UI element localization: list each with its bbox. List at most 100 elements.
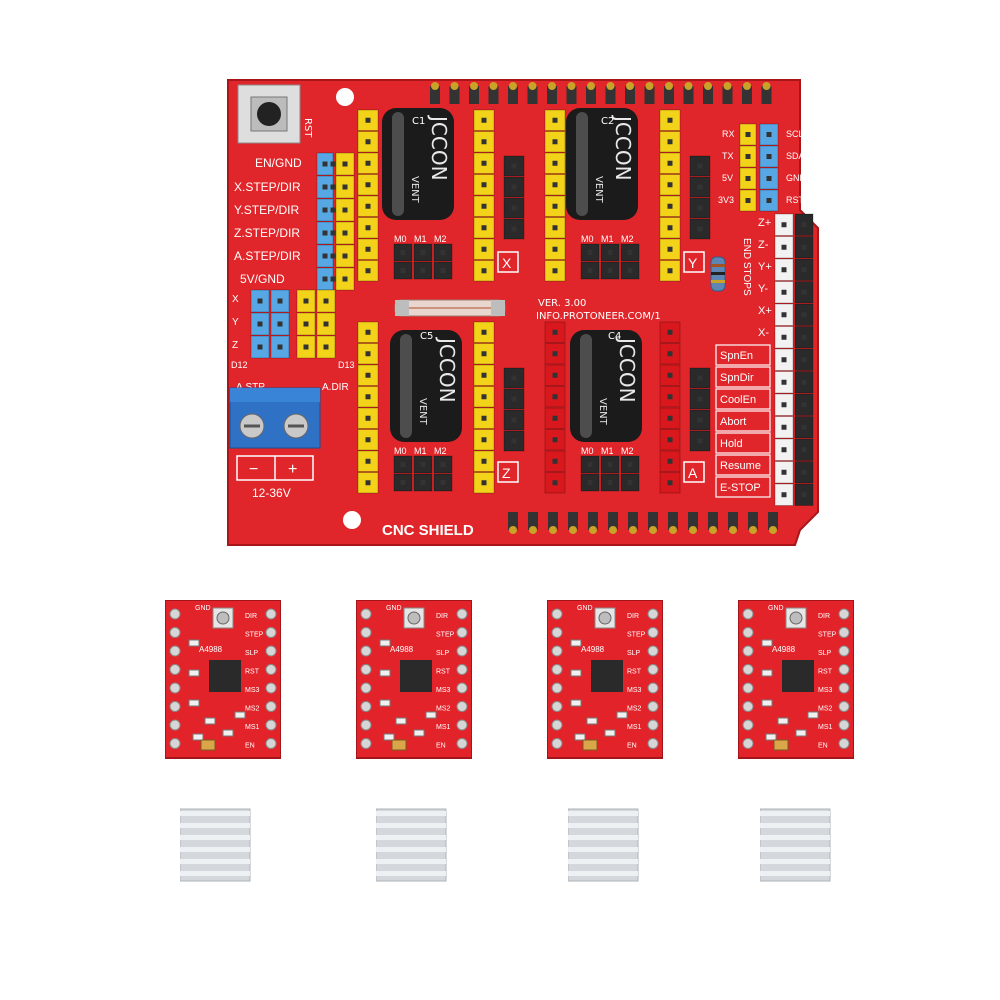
- driver-pin: [360, 645, 372, 657]
- driver-pin: [838, 664, 850, 675]
- mounting-hole: [343, 511, 361, 529]
- microstep-pin: [393, 261, 413, 280]
- driver-pin-label: DIR: [436, 613, 448, 620]
- socket-pin: [357, 260, 379, 282]
- socket-pin: [659, 343, 681, 365]
- smd-component: [574, 733, 586, 741]
- smd-capacitor: [582, 739, 598, 751]
- microstep-label: M0: [394, 234, 407, 244]
- serial-pin: [759, 145, 779, 168]
- endstop-pin: [774, 393, 794, 416]
- driver-pin-label: DIR: [245, 613, 257, 620]
- driver-pin: [742, 627, 754, 638]
- endstop-pin: [774, 438, 794, 461]
- endstop-pin: [794, 461, 814, 484]
- a4988-chip: [591, 660, 623, 692]
- driver-pin-label: STEP: [627, 632, 646, 639]
- heatsinks: [0, 805, 1000, 895]
- socket-pin: [473, 450, 495, 472]
- header-pin: [330, 276, 336, 282]
- socket-pin: [357, 343, 379, 365]
- driver-pin-label: MS3: [818, 687, 833, 694]
- left-label: Y.STEP/DIR: [234, 203, 299, 217]
- function-label: E-STOP: [720, 482, 761, 494]
- jumper-pin: [250, 289, 270, 313]
- driver-pin: [647, 719, 659, 731]
- driver-pin: [551, 738, 563, 749]
- smd-component: [379, 699, 391, 707]
- microstep-label: M2: [621, 446, 634, 456]
- driver-pin: [169, 738, 181, 749]
- driver-pin: [360, 608, 372, 620]
- microstep-pin: [393, 473, 413, 492]
- driver-pin: [360, 627, 372, 638]
- microstep-label: M1: [601, 446, 614, 456]
- endstop-label: Y-: [758, 283, 768, 295]
- endstops-title: END STOPS: [741, 238, 752, 296]
- capacitor-type: VENT: [417, 398, 428, 426]
- d13-label: D13: [338, 360, 355, 370]
- endstop-pin: [794, 213, 814, 236]
- driver-label-z: Z: [502, 465, 511, 481]
- endstop-pin: [774, 371, 794, 394]
- socket-pin: [659, 131, 681, 153]
- driver-top-label: GND: [577, 605, 593, 612]
- microstep-label: M1: [414, 234, 427, 244]
- header-pin: [330, 230, 336, 236]
- heatsink-body: [376, 808, 447, 882]
- endstop-pin: [774, 281, 794, 304]
- serial-label: RX: [722, 129, 735, 139]
- driver-pin: [456, 627, 468, 638]
- jumper-pin: [296, 312, 316, 336]
- smd-component: [204, 717, 216, 725]
- socket-pin: [357, 174, 379, 196]
- header-pin: [335, 221, 355, 245]
- left-header-yellow: [335, 152, 355, 291]
- d12-label: D12: [231, 360, 248, 370]
- mounting-hole: [336, 88, 354, 106]
- function-box: Resume: [715, 454, 771, 476]
- socket-pin: [544, 407, 566, 429]
- driver-pin: [169, 719, 181, 731]
- socket-pin: [473, 195, 495, 217]
- trimmer-knob: [216, 611, 230, 625]
- socket-pin: [357, 217, 379, 239]
- heatsink-fin: [760, 859, 830, 864]
- smd-capacitor: [200, 739, 216, 751]
- left-label: 5V/GND: [240, 272, 285, 286]
- socket-pin: [473, 407, 495, 429]
- microstep-pin: [600, 473, 620, 492]
- socket-pin: [357, 386, 379, 408]
- jumper-pin: [316, 289, 336, 313]
- heatsink-fin: [568, 835, 638, 840]
- driver-pin: [647, 682, 659, 694]
- capacitor-brand: JCCON: [611, 114, 635, 181]
- header-pin: [335, 244, 355, 268]
- endstop-label: X+: [758, 305, 772, 317]
- socket-pin: [544, 386, 566, 408]
- arduino-pin: [722, 82, 733, 104]
- socket-pin: [544, 238, 566, 260]
- driver-pin-label: SLP: [436, 650, 450, 657]
- arduino-pin: [761, 82, 772, 104]
- endstop-pin: [794, 393, 814, 416]
- terminal-minus-label: −: [249, 461, 258, 478]
- endstop-pin: [794, 371, 814, 394]
- a4988-chip: [400, 660, 432, 692]
- endstop-pin: [774, 461, 794, 484]
- serial-label: GND: [786, 173, 807, 183]
- terminal-plus-label: +: [288, 461, 297, 478]
- microstep-pin: [620, 243, 640, 262]
- microstep-pin: [433, 455, 453, 474]
- left-labels: EN/GND X.STEP/DIR Y.STEP/DIR Z.STEP/DIR …: [234, 156, 302, 286]
- arduino-top-pins: [430, 82, 772, 104]
- microstep-label: M0: [581, 446, 594, 456]
- socket-pin: [357, 407, 379, 429]
- smd-component: [192, 733, 204, 741]
- socket-pin: [473, 152, 495, 174]
- driver-pin-label: DIR: [627, 613, 639, 620]
- motor-pin: [503, 367, 525, 389]
- socket-pin: [659, 321, 681, 343]
